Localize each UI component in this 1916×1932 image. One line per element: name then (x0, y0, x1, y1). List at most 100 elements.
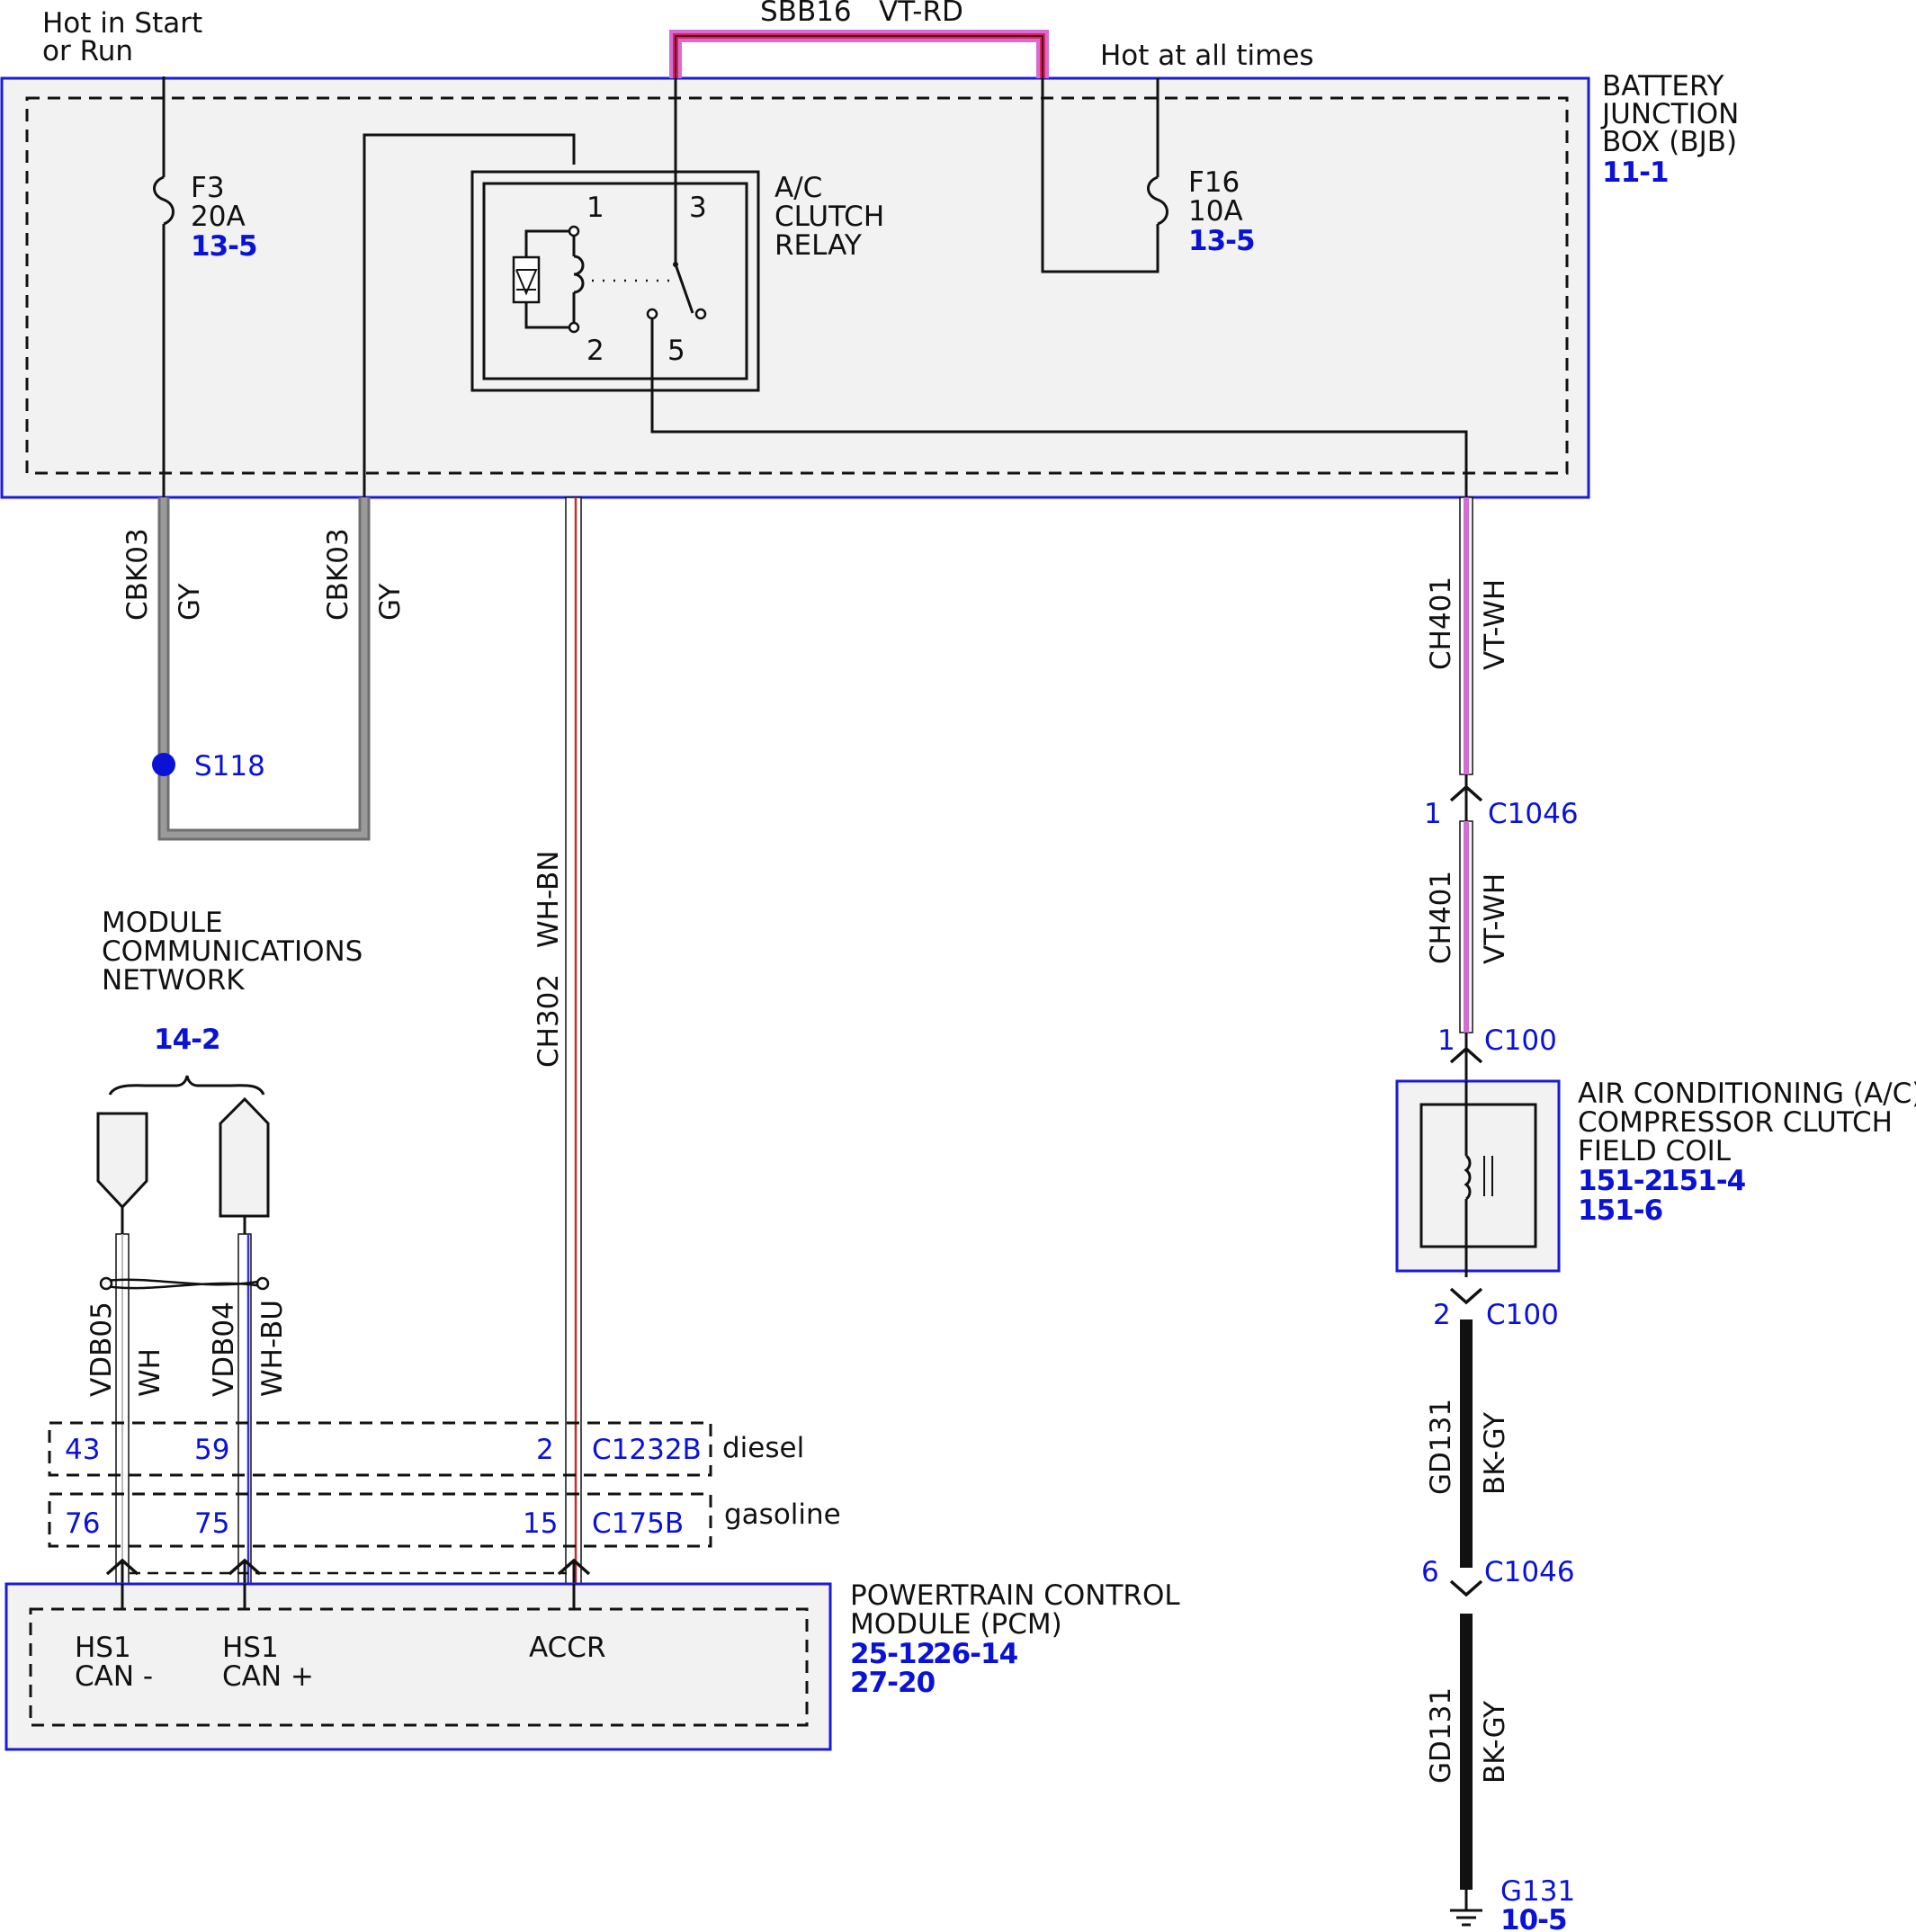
f3-name: F3 (191, 172, 225, 204)
ground-ref-link[interactable]: 10-5 (1500, 1904, 1568, 1932)
pcm-pin-can-plus: CAN + (222, 1660, 314, 1693)
c175b-pin-75: 75 (194, 1507, 229, 1540)
hot-start-run-label-2: or Run (42, 35, 133, 67)
wire-gd131-lower (1460, 1614, 1473, 1890)
ch401-a-circuit: CH401 (1425, 577, 1457, 670)
compressor-title-1: AIR CONDITIONING (A/C) (1578, 1078, 1916, 1110)
f3-ref-link[interactable]: 13-5 (191, 230, 258, 263)
pcm-ref-1-link[interactable]: 25-12 (850, 1638, 936, 1670)
ac-compressor-clutch-coil (1395, 1079, 1561, 1277)
ch302-color: WH-BN (533, 851, 565, 949)
cbk03-a-circuit: CBK03 (121, 528, 154, 621)
compressor-ref-3-link[interactable]: 151-6 (1578, 1194, 1663, 1227)
vdb04-color: WH-BU (256, 1300, 289, 1397)
c100-bottom-name: C100 (1486, 1299, 1559, 1331)
wire-ch302-wh-bn (565, 496, 582, 1611)
bjb-title-2: JUNCTION (1600, 98, 1739, 130)
gd131-a-color: BK-GY (1479, 1412, 1511, 1495)
c175b-pin-76: 76 (65, 1507, 100, 1540)
network-title-2: COMMUNICATIONS (102, 935, 363, 968)
hot-start-run-label: Hot in Start (42, 7, 202, 40)
c1232b-variant: diesel (722, 1432, 804, 1464)
f3-rating: 20A (191, 201, 246, 233)
cbk03-b-color: GY (374, 584, 407, 621)
c100-top-name: C100 (1484, 1024, 1557, 1057)
wire-sbb16 (669, 30, 1049, 78)
network-title-3: NETWORK (102, 964, 245, 997)
splice-s118-label: S118 (194, 750, 265, 783)
gd131-b-color: BK-GY (1479, 1701, 1511, 1784)
network-title-1: MODULE (102, 907, 223, 939)
ch401-b-color: VT-WH (1479, 873, 1511, 964)
f16-ref-link[interactable]: 13-5 (1188, 225, 1256, 257)
connector-c100-bottom (1449, 1287, 1483, 1305)
pcm-pin-hs1-b: HS1 (222, 1632, 279, 1664)
cbk03-a-color: GY (174, 584, 206, 621)
network-connector-right (219, 1096, 270, 1234)
c100-top-pin: 1 (1437, 1024, 1455, 1057)
connector-c1046-bottom (1449, 1579, 1483, 1597)
sbb16-color-label: VT-RD (879, 0, 963, 28)
connector-c100-top (1449, 1033, 1483, 1081)
wire-gd131-upper (1460, 1319, 1473, 1568)
pcm-title-1: POWERTRAIN CONTROL (850, 1579, 1180, 1612)
c1232b-name: C1232B (592, 1434, 702, 1466)
f16-fuse-circuit (1041, 78, 1168, 273)
connector-c175b-box (48, 1492, 712, 1548)
network-ref-link[interactable]: 14-2 (154, 1024, 221, 1056)
connector-c1046-top (1449, 774, 1483, 821)
compressor-title-2: COMPRESSOR CLUTCH (1578, 1106, 1893, 1139)
pcm-ref-2-link[interactable]: 26-14 (933, 1638, 1019, 1670)
c1232b-pin-43: 43 (65, 1434, 100, 1466)
connector-c1232b-box (48, 1421, 712, 1477)
ch401-b-circuit: CH401 (1425, 871, 1457, 964)
vdb05-color: WH (134, 1348, 166, 1397)
bjb-title-1: BATTERY (1602, 70, 1724, 103)
relay-title-2: CLUTCH (774, 201, 884, 233)
wire-ch401-lower (1459, 820, 1473, 1033)
sbb16-circuit-label: SBB16 (760, 0, 852, 28)
ground-g131-name: G131 (1500, 1875, 1575, 1908)
ground-symbol (1450, 1890, 1482, 1927)
twisted-pair-marker (99, 1276, 270, 1291)
f3-fuse-circuit (153, 76, 175, 497)
gd131-b-circuit: GD131 (1425, 1687, 1457, 1784)
powertrain-control-module (4, 1582, 832, 1751)
ch302-circuit: CH302 (533, 974, 565, 1068)
pcm-pin-accr: ACCR (529, 1632, 606, 1664)
relay-pin-3: 3 (689, 192, 707, 224)
f16-rating: 10A (1188, 195, 1243, 228)
compressor-title-3: FIELD COIL (1578, 1135, 1732, 1167)
hot-all-times-label: Hot at all times (1100, 40, 1314, 72)
c1046-bottom-pin: 6 (1421, 1556, 1439, 1588)
c1232b-pin-59: 59 (194, 1434, 229, 1466)
pcm-pin-hs1-a: HS1 (75, 1632, 131, 1664)
ch401-a-color: VT-WH (1479, 579, 1511, 670)
bjb-ref-link[interactable]: 11-1 (1602, 157, 1670, 189)
pcm-pin-can-minus: CAN - (75, 1660, 153, 1693)
relay-title-3: RELAY (774, 229, 862, 262)
gd131-a-circuit: GD131 (1425, 1399, 1457, 1495)
c1046-top-name: C1046 (1488, 798, 1579, 830)
pcm-title-2: MODULE (PCM) (850, 1608, 1062, 1641)
c1046-top-pin: 1 (1424, 798, 1442, 830)
c175b-name: C175B (592, 1507, 684, 1540)
relay-pin-5: 5 (667, 335, 685, 367)
c100-bottom-pin: 2 (1433, 1299, 1451, 1331)
battery-junction-box (0, 76, 1590, 499)
vdb05-circuit: VDB05 (85, 1301, 118, 1397)
pcm-ref-3-link[interactable]: 27-20 (850, 1667, 936, 1699)
bjb-title-3: BOX (BJB) (1602, 126, 1737, 158)
relay-pin-1: 1 (586, 192, 604, 224)
f16-name: F16 (1188, 166, 1240, 199)
network-brace (108, 1075, 265, 1096)
c175b-variant: gasoline (724, 1498, 841, 1531)
cbk03-b-circuit: CBK03 (322, 528, 354, 621)
c175b-pin-15: 15 (523, 1507, 558, 1540)
compressor-ref-2-link[interactable]: 151-4 (1661, 1165, 1747, 1197)
c1232b-pin-2: 2 (536, 1434, 554, 1466)
compressor-ref-1-link[interactable]: 151-2 (1578, 1165, 1663, 1197)
ac-clutch-relay (470, 78, 760, 392)
relay-pin-2: 2 (586, 335, 604, 367)
